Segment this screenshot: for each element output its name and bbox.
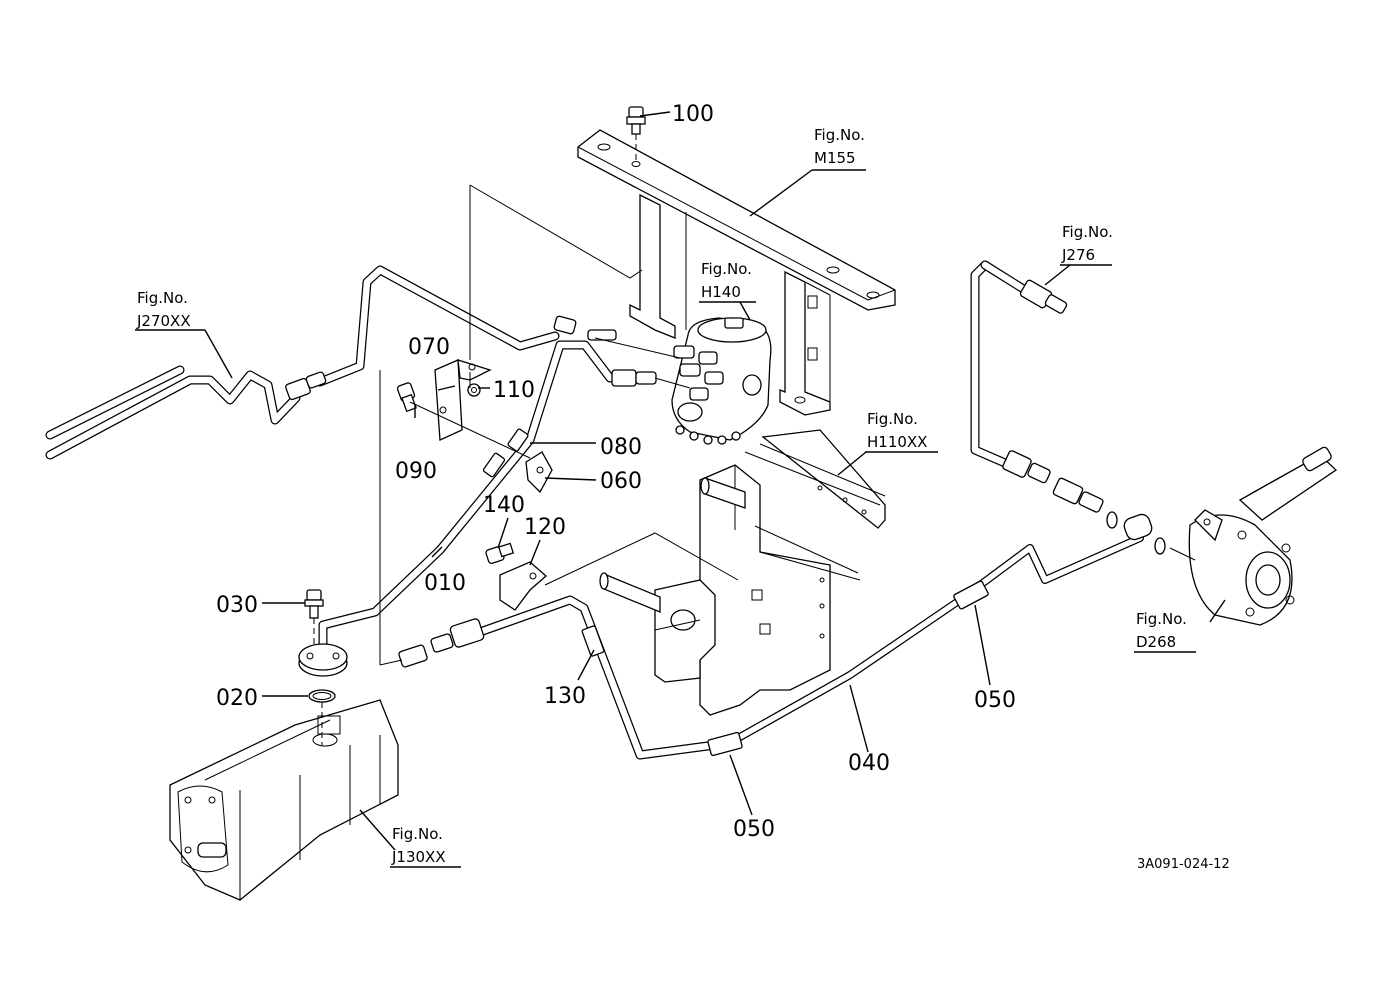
figure-references: Fig.No. M155 Fig.No. H140 Fig.No. J276 F…	[135, 126, 1196, 868]
label-050-right: 050	[974, 688, 1016, 713]
figref-j270xx: Fig.No. J270XX	[135, 289, 205, 331]
figref-d268: Fig.No. D268	[1134, 610, 1196, 653]
mounting-bracket	[577, 129, 896, 416]
label-060: 060	[600, 469, 642, 494]
label-130: 130	[544, 684, 586, 709]
bolt-100	[626, 106, 646, 162]
svg-text:M155: M155	[814, 149, 856, 167]
steering-unit	[671, 317, 772, 445]
frame-plate	[599, 429, 886, 716]
svg-text:J276: J276	[1061, 246, 1095, 264]
label-140: 140	[483, 493, 525, 518]
svg-text:Fig.No.: Fig.No.	[814, 126, 865, 144]
label-030: 030	[216, 593, 258, 618]
hydraulic-pump	[169, 699, 399, 901]
figref-m155: Fig.No. M155	[812, 126, 866, 171]
svg-text:J130XX: J130XX	[391, 848, 446, 866]
label-080: 080	[600, 435, 642, 460]
svg-text:D268: D268	[1136, 633, 1176, 651]
label-050-lower: 050	[733, 817, 775, 842]
steering-unit-bolts	[675, 425, 741, 445]
svg-text:H140: H140	[701, 283, 741, 301]
label-070: 070	[408, 335, 450, 360]
svg-text:Fig.No.: Fig.No.	[701, 260, 752, 278]
leader-lines	[204, 111, 1226, 851]
label-100: 100	[672, 102, 714, 127]
figref-j276: Fig.No. J276	[1060, 223, 1113, 266]
label-040: 040	[848, 751, 890, 776]
svg-text:Fig.No.: Fig.No.	[867, 410, 918, 428]
figref-h140: Fig.No. H140	[699, 260, 756, 303]
steering-cylinder	[1188, 446, 1338, 626]
svg-text:Fig.No.: Fig.No.	[392, 825, 443, 843]
svg-text:Fig.No.: Fig.No.	[1062, 223, 1113, 241]
label-090: 090	[395, 459, 437, 484]
diagram-code: 3A091-024-12	[1137, 857, 1230, 872]
phantom-lines	[379, 184, 1196, 666]
svg-text:J270XX: J270XX	[136, 312, 191, 330]
figref-h110xx: Fig.No. H110XX	[865, 410, 938, 453]
svg-text:H110XX: H110XX	[867, 433, 927, 451]
svg-text:Fig.No.: Fig.No.	[137, 289, 188, 307]
label-020: 020	[216, 686, 258, 711]
pipes	[45, 260, 1144, 760]
figref-j130xx: Fig.No. J130XX	[390, 825, 461, 868]
svg-text:Fig.No.: Fig.No.	[1136, 610, 1187, 628]
label-010: 010	[424, 571, 466, 596]
fittings	[285, 279, 1166, 757]
part-number-labels: 100 070 110 080 090 060 140 120 010 030 …	[216, 102, 1016, 842]
steering-unit-ports	[673, 345, 724, 401]
label-110: 110	[493, 378, 535, 403]
label-120: 120	[524, 515, 566, 540]
